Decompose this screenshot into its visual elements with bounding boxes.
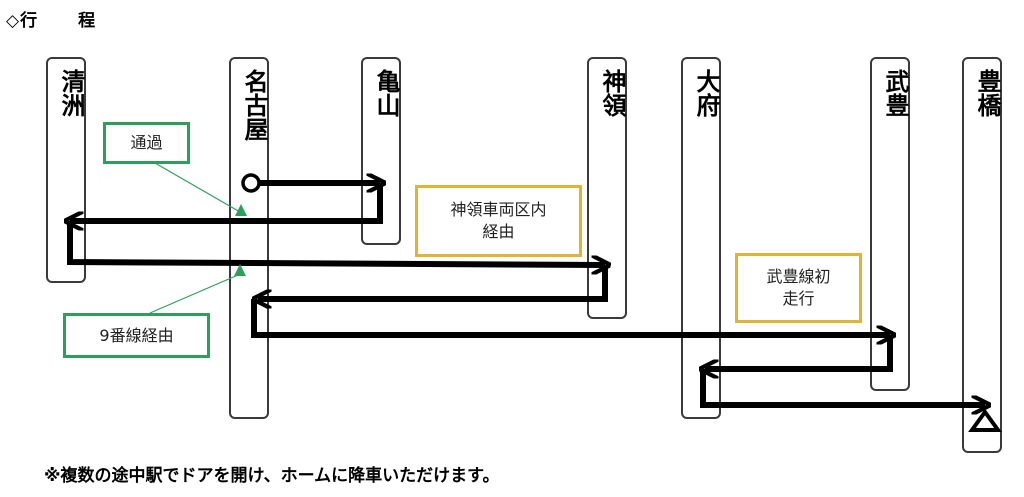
- title-prefix: ◇行: [6, 11, 39, 31]
- route-segment-3: [67, 221, 605, 265]
- depot-note: 神領車両区内 経由: [415, 185, 582, 257]
- station-kiyosu: 清洲: [46, 57, 86, 283]
- start-circle: [241, 173, 261, 193]
- station-label: 豊橋: [973, 69, 1001, 117]
- station-label: 神領: [598, 69, 626, 117]
- track9-note: 9番線経由: [63, 313, 210, 358]
- route-segment-7: [700, 369, 985, 405]
- station-label: 大府: [692, 69, 720, 117]
- route-segment-2: [70, 183, 383, 221]
- station-label: 亀山: [372, 69, 400, 117]
- track9-callout-line: [149, 274, 239, 314]
- station-label: 清洲: [57, 69, 85, 117]
- station-toyohashi: 豊橋: [962, 57, 1002, 453]
- station-nagoya: 名古屋: [229, 57, 269, 419]
- station-label: 武豊: [881, 69, 909, 117]
- pass-marker: [235, 204, 247, 216]
- track9-note-text: 9番線経由: [99, 325, 174, 345]
- station-kameyama: 亀山: [361, 57, 401, 245]
- end-triangle: [968, 408, 1002, 432]
- pass-note-text: 通過: [130, 133, 163, 152]
- taketoyo-first-note: 武豊線初 走行: [735, 253, 862, 323]
- pass-callout-line: [154, 162, 241, 213]
- footer-note: ※複数の途中駅でドアを開け、ホームに降車いただけます。: [44, 466, 500, 486]
- pass-note: 通過: [103, 122, 190, 164]
- route-segment-6: [705, 335, 893, 369]
- depot-note-text: 神領車両区内 経由: [450, 200, 547, 241]
- station-obu: 大府: [681, 57, 721, 419]
- taketoyo-first-note-text: 武豊線初 走行: [766, 267, 831, 308]
- title-suffix: 程: [78, 11, 97, 31]
- page-title: ◇行 程: [6, 6, 96, 31]
- station-label: 名古屋: [240, 69, 268, 141]
- route-segment-4: [258, 265, 608, 299]
- track9-marker: [234, 264, 246, 276]
- route-segment-5: [251, 299, 890, 335]
